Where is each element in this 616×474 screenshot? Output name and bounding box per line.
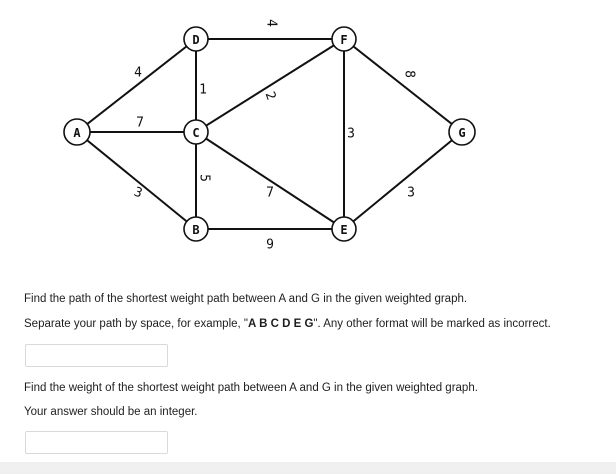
node-circle — [331, 26, 357, 52]
edge-f-g — [343, 38, 463, 133]
edge-weight-c-b: 5 — [197, 174, 212, 182]
node-label: A — [73, 126, 81, 140]
format-instructions-prefix: Separate your path by space, for example… — [24, 318, 248, 330]
node-circle — [331, 216, 357, 242]
node-label: C — [192, 126, 199, 140]
graph-nodes: A B C D E F G — [63, 26, 476, 242]
edge-weight-a-d: 4 — [134, 66, 142, 81]
edge-a-b — [76, 131, 197, 230]
format-instructions-suffix: ". Any other format will be marked as in… — [313, 318, 551, 330]
question-2-instructions: Your answer should be an integer. — [24, 406, 198, 418]
edge-weight-f-g: 8 — [402, 70, 417, 78]
weight-answer-input[interactable] — [25, 431, 168, 454]
node-b: B — [183, 216, 209, 242]
node-e: E — [331, 216, 357, 242]
format-example: A B C D E G — [248, 318, 314, 330]
edge-weight-f-e: 3 — [347, 127, 355, 142]
edge-weight-a-b: 3 — [132, 185, 144, 202]
question-1-format-instructions: Separate your path by space, for example… — [24, 318, 551, 330]
edge-weight-c-e: 7 — [266, 186, 274, 201]
node-a: A — [63, 118, 91, 146]
graph-edges — [76, 38, 463, 230]
edge-c-e — [195, 131, 345, 230]
edge-e-g — [343, 131, 463, 230]
path-answer-input[interactable] — [25, 344, 168, 367]
node-label: E — [340, 223, 347, 237]
node-label: D — [192, 33, 199, 47]
page-footer-strip — [0, 462, 616, 474]
edge-weight-e-g: 3 — [407, 186, 415, 201]
edge-weight-c-f: 2 — [262, 90, 279, 102]
node-circle — [183, 26, 209, 52]
edge-weight-d-c: 1 — [199, 83, 207, 98]
graph-edge-weights: 4 7 3 4 1 2 5 7 9 3 8 3 — [132, 19, 417, 252]
node-circle — [448, 118, 476, 146]
question-1-prompt: Find the path of the shortest weight pat… — [24, 293, 468, 305]
node-c: C — [183, 119, 209, 145]
edge-weight-d-f: 4 — [264, 19, 279, 27]
node-d: D — [183, 26, 209, 52]
node-circle — [183, 119, 209, 145]
node-f: F — [331, 26, 357, 52]
node-g: G — [448, 118, 476, 146]
node-circle — [63, 118, 91, 146]
edge-c-f — [195, 38, 345, 133]
edge-weight-a-c: 7 — [136, 116, 144, 131]
node-label: G — [458, 126, 465, 140]
edge-a-d — [76, 38, 197, 133]
node-circle — [183, 216, 209, 242]
node-label: B — [192, 223, 199, 237]
weighted-graph-figure: 4 7 3 4 1 2 5 7 9 3 8 3 A B C D E F G — [63, 19, 476, 253]
node-label: F — [340, 33, 347, 47]
edge-weight-b-e: 9 — [266, 238, 274, 253]
question-2-prompt: Find the weight of the shortest weight p… — [24, 382, 478, 394]
